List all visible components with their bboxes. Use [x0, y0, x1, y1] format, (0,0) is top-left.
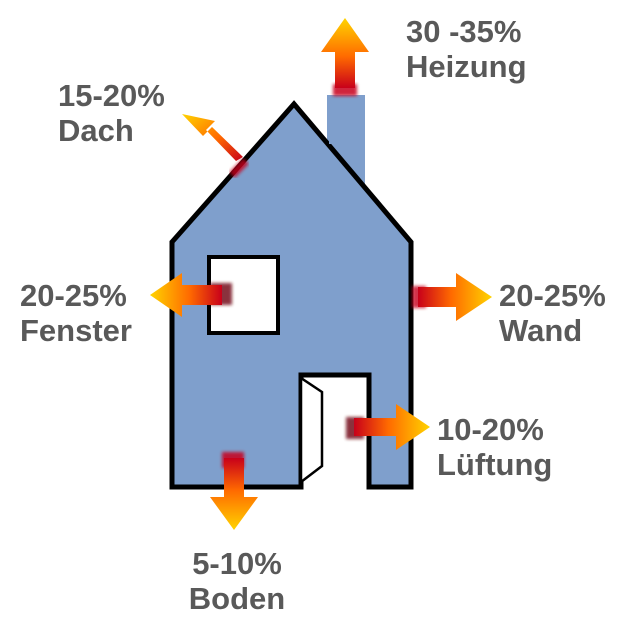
arrow-boden-icon: [210, 452, 258, 530]
arrow-fenster-icon: [150, 273, 232, 317]
label-heizung: 30 -35% Heizung: [406, 14, 527, 84]
label-dach: 15-20% Dach: [58, 78, 165, 148]
wand-percent: 20-25%: [499, 278, 606, 313]
boden-name: Boden: [188, 581, 286, 616]
lueftung-percent: 10-20%: [437, 412, 544, 447]
arrow-lueftung-icon: [346, 404, 430, 450]
arrow-heizung-icon: [321, 18, 369, 96]
heizung-name: Heizung: [406, 49, 527, 84]
label-lueftung: 10-20% Lüftung: [437, 412, 552, 482]
fenster-percent: 20-25%: [20, 278, 127, 313]
label-wand: 20-25% Wand: [499, 278, 606, 348]
wand-name: Wand: [499, 313, 583, 348]
boden-percent: 5-10%: [192, 546, 282, 581]
arrow-dach-icon: [182, 114, 249, 178]
dach-name: Dach: [58, 113, 134, 148]
door-icon: [299, 375, 324, 485]
fenster-name: Fenster: [20, 313, 132, 348]
lueftung-name: Lüftung: [437, 447, 553, 482]
arrow-wand-icon: [412, 273, 492, 321]
dach-percent: 15-20%: [58, 78, 165, 113]
label-fenster: 20-25% Fenster: [20, 278, 132, 348]
label-boden: 5-10% Boden: [180, 546, 294, 616]
heizung-percent: 30 -35%: [406, 14, 522, 49]
